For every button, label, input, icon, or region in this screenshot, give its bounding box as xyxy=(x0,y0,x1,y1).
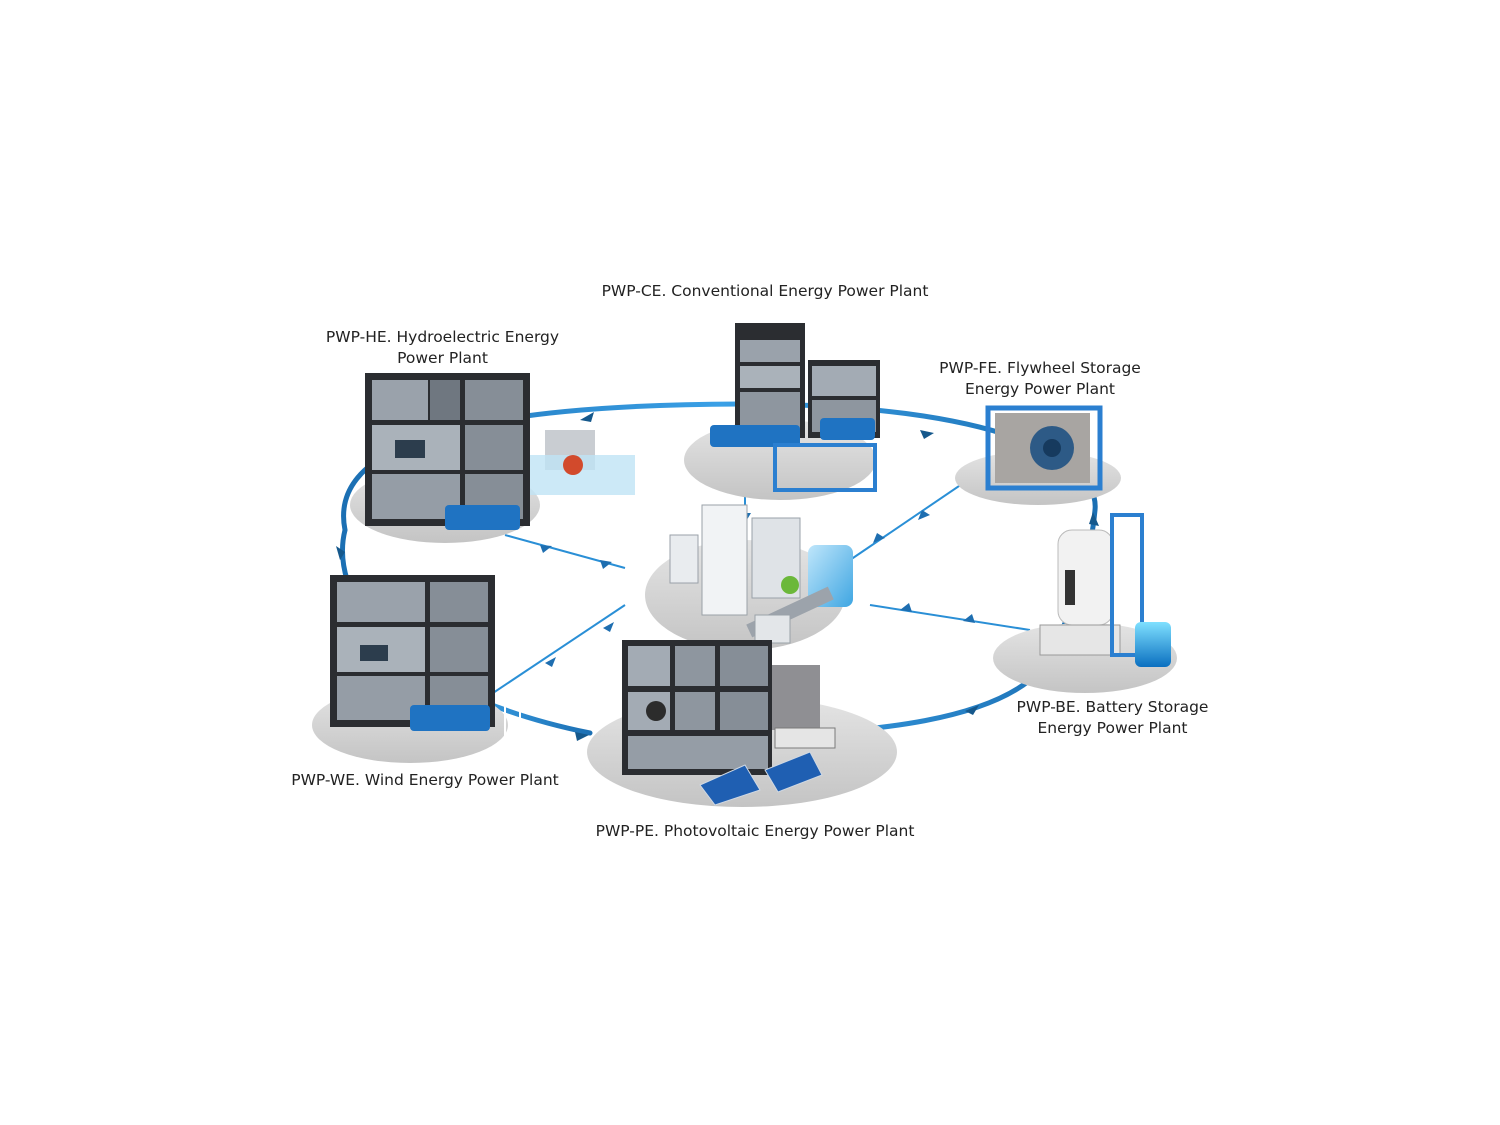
wind-plant-icon xyxy=(312,575,521,763)
node-label-we: PWP-WE. Wind Energy Power Plant xyxy=(275,770,575,791)
label-line: PWP-FE. Flywheel Storage xyxy=(939,359,1141,377)
label-line: PWP-WE. Wind Energy Power Plant xyxy=(291,771,559,789)
flywheel-plant-icon xyxy=(955,405,1121,505)
label-line: PWP-PE. Photovoltaic Energy Power Plant xyxy=(595,822,915,840)
hydroelectric-plant-icon xyxy=(350,373,635,543)
label-line: PWP-BE. Battery Storage xyxy=(1016,698,1209,716)
node-label-fe: PWP-FE. Flywheel Storage Energy Power Pl… xyxy=(915,358,1165,400)
node-label-pe: PWP-PE. Photovoltaic Energy Power Plant xyxy=(560,821,950,842)
label-line: PWP-HE. Hydroelectric Energy xyxy=(325,328,560,346)
node-label-he: PWP-HE. Hydroelectric Energy Power Plant xyxy=(300,327,585,369)
city-icon xyxy=(645,504,853,650)
node-label-be: PWP-BE. Battery Storage Energy Power Pla… xyxy=(995,697,1230,739)
label-line: Energy Power Plant xyxy=(964,380,1116,398)
label-line: Energy Power Plant xyxy=(1037,719,1188,737)
label-line: Power Plant xyxy=(397,349,488,367)
label-line: PWP-CE. Conventional Energy Power Plant xyxy=(601,282,929,300)
battery-plant-icon xyxy=(993,513,1177,693)
conventional-plant-icon xyxy=(684,323,880,500)
photovoltaic-plant-icon xyxy=(587,640,897,807)
node-label-ce: PWP-CE. Conventional Energy Power Plant xyxy=(520,281,1010,302)
